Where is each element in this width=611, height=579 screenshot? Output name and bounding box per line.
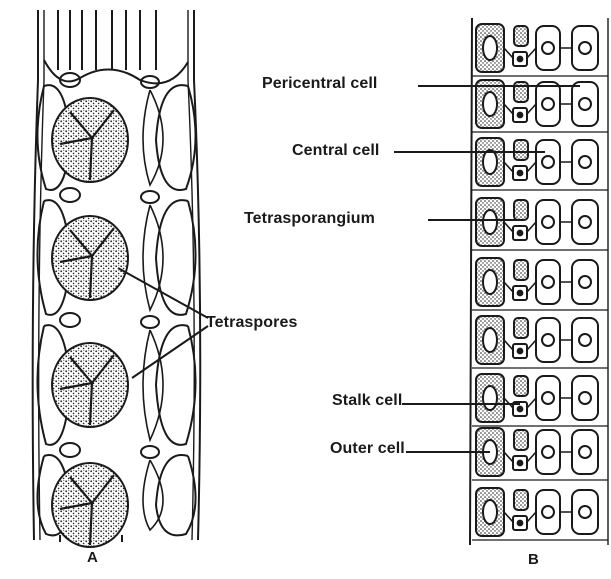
pericentral-cell-5: [572, 318, 598, 362]
outer-cell-nucleus-0: [483, 36, 497, 60]
pericentral-cell-1: [572, 82, 598, 126]
pericentral-cell-0: [572, 26, 598, 70]
central-nucleus-2: [542, 156, 554, 168]
central-nucleus-6: [542, 392, 554, 404]
node-cell-3: [60, 443, 80, 457]
pericentral-cell-b-2: [156, 325, 196, 445]
pericentral-nucleus-7: [579, 446, 591, 458]
outer-cell-nucleus-5: [483, 328, 497, 352]
central-cell-1: [536, 82, 560, 126]
outer-cell-nucleus-2: [483, 150, 497, 174]
stalk-dot-2: [518, 171, 523, 176]
stalk-dot-8: [518, 521, 523, 526]
pericentral-cell-b-1: [156, 200, 196, 315]
central-nucleus-5: [542, 334, 554, 346]
stalk-dot-3: [518, 231, 523, 236]
tetrasporangium-b-5: [514, 318, 528, 338]
tetrasporangium-b-6: [514, 376, 528, 396]
outer-cell-nucleus-1: [483, 92, 497, 116]
panel-a-filament: [33, 10, 201, 547]
central-cell-4: [536, 260, 560, 304]
filament-wall-left: [33, 10, 38, 540]
pericentral-cell-4: [572, 260, 598, 304]
stalk-dot-0: [518, 57, 523, 62]
pericentral-nucleus-8: [579, 506, 591, 518]
central-nucleus-7: [542, 446, 554, 458]
central-cell-5: [536, 318, 560, 362]
label-stalk-cell: Stalk cell: [332, 392, 402, 410]
label-tetrasporangium: Tetrasporangium: [244, 210, 375, 228]
pericentral-cell-2: [572, 140, 598, 184]
top-tube-0: [58, 10, 70, 70]
pericentral-nucleus-6: [579, 392, 591, 404]
pericentral-cell-8: [572, 490, 598, 534]
tetrasporangium-b-3: [514, 200, 528, 220]
node-cell-1: [60, 188, 80, 202]
stalk-dot-1: [518, 113, 523, 118]
pericentral-cell-c-1: [143, 205, 163, 310]
stalk-dot-4: [518, 291, 523, 296]
label-central-cell: Central cell: [292, 142, 379, 160]
central-cell-0: [536, 26, 560, 70]
pericentral-nucleus-2: [579, 156, 591, 168]
pericentral-cell-c-2: [143, 330, 163, 440]
panel-label-b: B: [528, 551, 539, 568]
label-tetraspores: Tetraspores: [206, 314, 298, 332]
central-nucleus-8: [542, 506, 554, 518]
label-pericentral-cell: Pericentral cell: [262, 75, 377, 93]
central-cell-6: [536, 376, 560, 420]
central-cell-8: [536, 490, 560, 534]
tetrasporangium-b-8: [514, 490, 528, 510]
tetrasporangium-b-2: [514, 140, 528, 160]
tetrasporangium-b-4: [514, 260, 528, 280]
central-nucleus-1: [542, 98, 554, 110]
pericentral-nucleus-1: [579, 98, 591, 110]
central-cell-3: [536, 200, 560, 244]
panel-b-filament: [470, 18, 608, 545]
top-tube-3: [140, 10, 156, 70]
tetrasporangium-b-7: [514, 430, 528, 450]
node-cell-r-2: [141, 316, 159, 328]
central-nucleus-3: [542, 216, 554, 228]
top-tube-2: [112, 10, 126, 70]
leader-tetraspores-2: [132, 326, 208, 378]
stalk-dot-6: [518, 407, 523, 412]
central-nucleus-0: [542, 42, 554, 54]
pericentral-cell-c-0: [143, 90, 163, 185]
outer-cell-nucleus-6: [483, 386, 497, 410]
central-cell-2: [536, 140, 560, 184]
pericentral-nucleus-4: [579, 276, 591, 288]
outer-cell-nucleus-3: [483, 210, 497, 234]
label-outer-cell: Outer cell: [330, 440, 405, 458]
pericentral-cell-3: [572, 200, 598, 244]
top-tube-1: [82, 10, 96, 70]
pericentral-cell-b-3: [156, 455, 196, 535]
filament-b-wall-left: [470, 18, 472, 545]
stalk-dot-5: [518, 349, 523, 354]
central-nucleus-4: [542, 276, 554, 288]
node-cell-r-1: [141, 191, 159, 203]
pericentral-nucleus-0: [579, 42, 591, 54]
outer-cell-nucleus-8: [483, 500, 497, 524]
tetrasporangium-b-0: [514, 26, 528, 46]
node-cell-2: [60, 313, 80, 327]
node-cell-r-3: [141, 446, 159, 458]
pericentral-nucleus-3: [579, 216, 591, 228]
outer-cell-nucleus-4: [483, 270, 497, 294]
central-cell-7: [536, 430, 560, 474]
pericentral-cell-6: [572, 376, 598, 420]
stalk-dot-7: [518, 461, 523, 466]
pericentral-nucleus-5: [579, 334, 591, 346]
pericentral-cell-7: [572, 430, 598, 474]
panel-label-a: A: [87, 549, 98, 566]
top-node-outline: [44, 60, 188, 83]
